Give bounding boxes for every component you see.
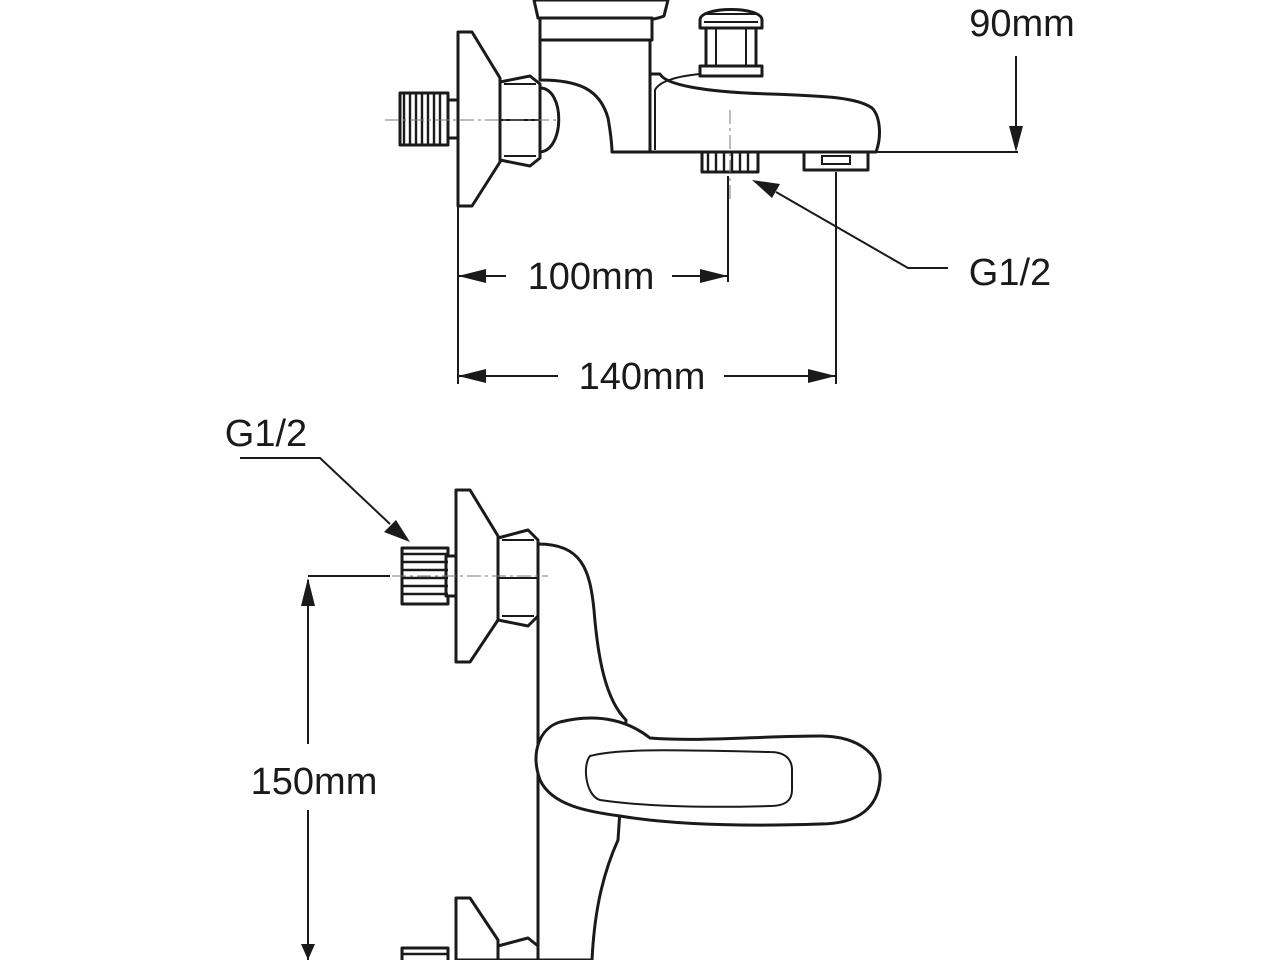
callout-inlet-thread: G1/2 [225, 413, 410, 542]
top-lever-collar [538, 16, 654, 42]
bottom-view: 150mm G1/2 [225, 413, 882, 960]
callout-outlet-thread-label: G1/2 [969, 252, 1051, 294]
dim-150mm-label: 150mm [251, 761, 378, 803]
dim-90mm-label: 90mm [969, 3, 1075, 45]
top-view: 90mm 100mm 140mm G1/2 [385, 0, 1075, 398]
top-mixer-body [538, 38, 652, 154]
bottom-lower-wall-flange [454, 896, 500, 960]
dim-100mm: 100mm [458, 256, 728, 298]
top-aerator [802, 150, 870, 172]
top-hex-nut [498, 74, 542, 168]
dim-100mm-label: 100mm [528, 256, 655, 298]
top-spout [648, 72, 881, 154]
bottom-lower-inlet-thread [400, 946, 450, 960]
bottom-lever-handle [534, 716, 882, 827]
bottom-upper-hex-nut [496, 528, 540, 628]
bottom-lower-hex-nut [496, 936, 540, 960]
top-inlet-thread [398, 91, 460, 147]
callout-outlet-thread: G1/2 [752, 180, 1051, 294]
dim-150mm: 150mm [251, 575, 390, 960]
top-wall-flange [456, 30, 502, 208]
dim-140mm-label: 140mm [579, 356, 706, 398]
top-diverter-knob [698, 8, 764, 78]
top-elbow [538, 86, 561, 154]
dim-90mm: 90mm [868, 3, 1075, 153]
dim-140mm: 140mm [458, 356, 836, 398]
callout-inlet-thread-label: G1/2 [225, 413, 307, 455]
